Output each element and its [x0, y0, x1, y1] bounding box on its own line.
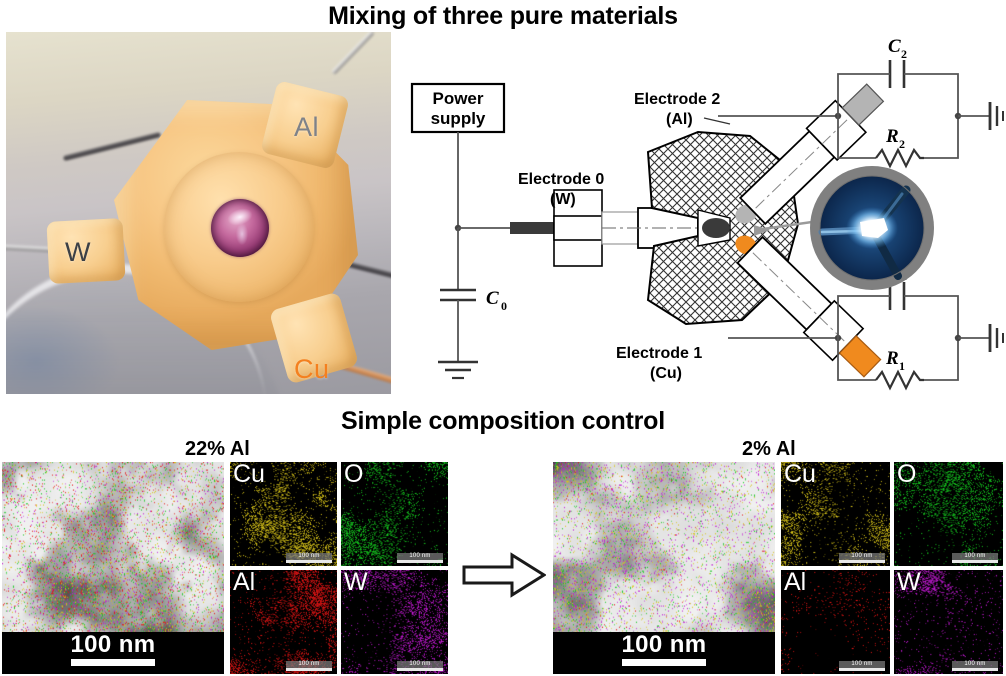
window-glint-secondary [236, 223, 248, 245]
scalebar-text: 100 nm [70, 631, 156, 658]
eds-scalebar-line [397, 560, 443, 563]
tip-w [702, 218, 730, 238]
eds-cell-w-left: W 100 nm [341, 570, 448, 674]
apparatus-photograph: Al W Cu [6, 32, 391, 394]
eds-cell-o-right: O 100 nm [894, 462, 1003, 566]
al-lead-wire [331, 32, 375, 76]
eds-scalebar: 100 nm [286, 661, 332, 671]
eds-element-label: W [344, 570, 368, 596]
eds-scalebar-text: 100 nm [397, 553, 443, 560]
svg-text:Electrode 1: Electrode 1 [616, 345, 702, 362]
scalebar-text: 100 nm [621, 631, 707, 658]
rc-circuit-2: C 2 R 2 [718, 36, 1004, 169]
scalebar-line [622, 659, 706, 666]
scalebar-line [71, 659, 155, 666]
eds-canvas [894, 462, 1003, 566]
svg-text:Power: Power [432, 89, 483, 108]
eds-canvas [894, 570, 1003, 674]
svg-text:2: 2 [899, 137, 905, 151]
scalebar-left: 100 nm [2, 632, 224, 674]
svg-text:Electrode 0: Electrode 0 [518, 171, 604, 188]
eds-canvas [230, 462, 337, 566]
eds-element-label: W [897, 570, 921, 596]
eds-cell-al-left: Al 100 nm [230, 570, 337, 674]
eds-scalebar: 100 nm [397, 661, 443, 671]
eds-scalebar-line [839, 668, 885, 671]
eds-scalebar-line [286, 668, 332, 671]
figure-title-bottom: Simple composition control [341, 407, 665, 435]
eds-cell-w-right: W 100 nm [894, 570, 1003, 674]
eds-scalebar-text: 100 nm [839, 553, 885, 560]
composite-tem-image-right: 100 nm [553, 462, 775, 674]
eds-element-label: O [897, 462, 917, 488]
transition-arrow [462, 552, 547, 598]
eds-scalebar-text: 100 nm [286, 553, 332, 560]
eds-scalebar: 100 nm [286, 553, 332, 563]
capacitor-c0: C 0 [438, 228, 507, 380]
spark-inset [810, 166, 934, 290]
svg-text:(Cu): (Cu) [650, 365, 682, 382]
eds-canvas [341, 570, 448, 674]
eds-canvas [230, 570, 337, 674]
eds-cell-cu-left: Cu 100 nm [230, 462, 337, 566]
electrode-1-assembly [736, 235, 882, 378]
svg-text:C: C [888, 36, 901, 57]
svg-text:(W): (W) [550, 191, 576, 208]
svg-text:R: R [885, 126, 899, 147]
power-supply-box: Power supply [410, 82, 506, 134]
circuit-schematic: Power supply C 0 [398, 32, 1006, 400]
viewport-window [211, 199, 269, 257]
eds-scalebar: 100 nm [839, 553, 885, 563]
scalebar-right: 100 nm [553, 632, 775, 674]
eds-element-label: Cu [233, 462, 265, 488]
svg-text:(Al): (Al) [666, 111, 693, 128]
eds-canvas [781, 462, 890, 566]
eds-scalebar-line [952, 560, 998, 563]
eds-scalebar-line [397, 668, 443, 671]
photo-label-cu: Cu [294, 354, 330, 384]
rc-circuit-1: C 1 R 1 [728, 258, 1004, 391]
eds-scalebar-text: 100 nm [397, 661, 443, 668]
eds-scalebar-text: 100 nm [952, 553, 998, 560]
eds-element-label: Cu [784, 462, 816, 488]
svg-text:R: R [885, 348, 899, 369]
svg-text:0: 0 [501, 299, 507, 313]
eds-cell-cu-right: Cu 100 nm [781, 462, 890, 566]
eds-scalebar-text: 100 nm [839, 661, 885, 668]
eds-canvas [781, 570, 890, 674]
eds-element-label: Al [784, 570, 807, 596]
svg-text:C: C [486, 288, 499, 309]
composition-label-left: 22% Al [185, 438, 250, 460]
svg-text:Electrode 2: Electrode 2 [634, 91, 720, 108]
eds-scalebar: 100 nm [397, 553, 443, 563]
eds-scalebar: 100 nm [952, 553, 998, 563]
svg-text:2: 2 [901, 47, 907, 61]
eds-element-label: Al [233, 570, 256, 596]
composition-label-right: 2% Al [742, 438, 796, 460]
eds-scalebar-line [286, 560, 332, 563]
svg-text:supply: supply [431, 109, 486, 128]
eds-cell-o-left: O 100 nm [341, 462, 448, 566]
eds-canvas [341, 462, 448, 566]
eds-map-grid-right: Cu 100 nm O 100 nm Al 100 nm W [781, 462, 1003, 674]
svg-text:1: 1 [899, 359, 905, 373]
eds-scalebar: 100 nm [839, 661, 885, 671]
eds-scalebar-line [952, 668, 998, 671]
eds-map-grid-left: Cu 100 nm O 100 nm Al 100 nm W [230, 462, 448, 674]
eds-scalebar-text: 100 nm [286, 661, 332, 668]
background-wire [346, 261, 391, 284]
figure-title-top: Mixing of three pure materials [328, 2, 678, 30]
eds-scalebar-line [839, 560, 885, 563]
composite-tem-image-left: 100 nm [2, 462, 224, 674]
eds-element-label: O [344, 462, 364, 488]
eds-scalebar: 100 nm [952, 661, 998, 671]
eds-scalebar-text: 100 nm [952, 661, 998, 668]
photo-label-al: Al [294, 112, 320, 142]
photo-label-w: W [65, 237, 91, 267]
eds-cell-al-right: Al 100 nm [781, 570, 890, 674]
